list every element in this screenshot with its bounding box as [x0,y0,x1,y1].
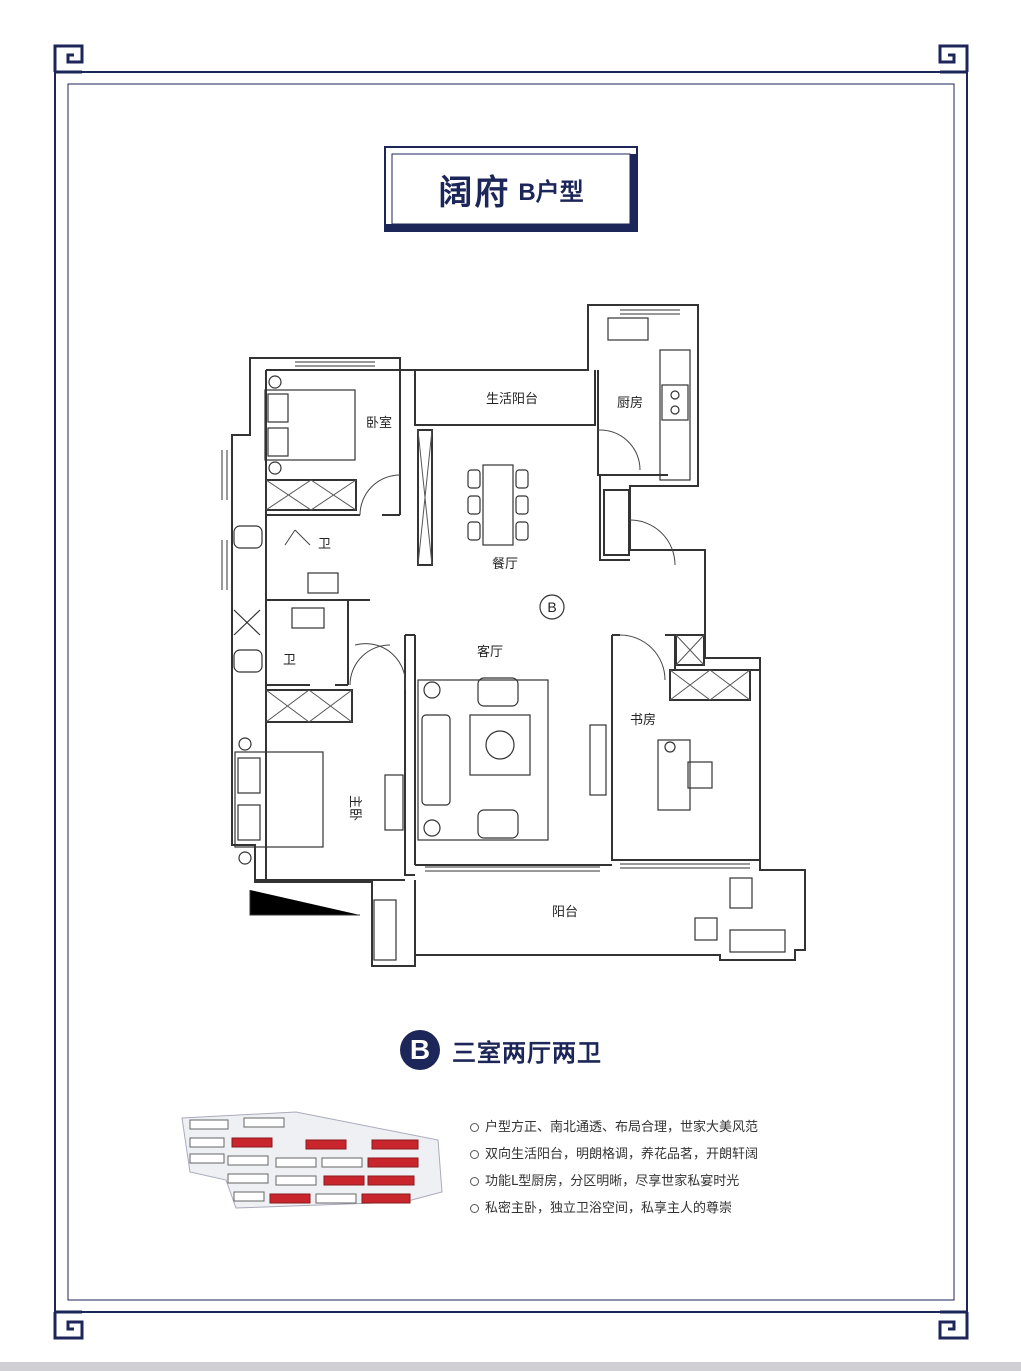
layout-text: 三室两厅两卫 [452,1038,602,1067]
room-label-living: 客厅 [477,644,503,660]
room-label-living-balcony: 生活阳台 [486,392,538,407]
floor-plan: 卧室 生活阳台 厨房 卫 卫 餐厅 客厅 书房 主卧 阳台 B [221,304,806,967]
title-plaque: 阔府 B户型 [384,146,638,232]
project-name: 阔府 [438,172,511,213]
layout-summary: B 三室两厅两卫 [400,1030,602,1070]
unit-marker-label: B [547,599,556,615]
bullet-circle-icon [470,1177,479,1186]
dining-table [467,464,529,546]
feature-item: 双向生活阳台，明朗格调，养花品茗，开朗轩阔 [470,1141,870,1168]
site-plan-thumbnail [181,1111,443,1209]
title-plaque-border [384,146,638,232]
feature-text: 功能L型厨房，分区明晰，尽享世家私宴时光 [485,1173,740,1189]
features-list: 户型方正、南北通透、布局合理，世家大美风范 双向生活阳台，明朗格调，养花品茗，开… [470,1114,870,1222]
living-room-sofa-set [417,677,549,841]
outer-walls [231,304,806,967]
feature-item: 户型方正、南北通透、布局合理，世家大美风范 [470,1114,870,1141]
room-label-bedroom: 卧室 [366,415,392,431]
feature-item: 功能L型厨房，分区明晰，尽享世家私宴时光 [470,1168,870,1195]
room-label-bath-2: 卫 [283,653,296,668]
bottom-bar [0,1362,1021,1371]
bathroom-fixtures [233,525,786,961]
room-label-study: 书房 [630,712,656,728]
layout-badge: B [400,1030,440,1070]
study-desk [589,724,713,811]
bullet-circle-icon [470,1123,479,1132]
unit-type: B户型 [518,178,584,206]
master-bed [234,737,404,865]
bullet-circle-icon [470,1204,479,1213]
room-label-balcony: 阳台 [552,905,578,920]
feature-text: 户型方正、南北通透、布局合理，世家大美风范 [485,1119,759,1135]
bullet-circle-icon [470,1150,479,1159]
room-label-dining: 餐厅 [492,556,518,572]
feature-item: 私密主卧，独立卫浴空间，私享主人的尊崇 [470,1195,870,1222]
kitchen-fixtures [607,317,691,481]
feature-text: 双向生活阳台，明朗格调，养花品茗，开朗轩阔 [485,1146,759,1162]
room-label-bath-1: 卫 [318,537,331,552]
room-label-master-bedroom: 主卧 [347,795,362,821]
unit-marker-circle [539,594,565,620]
feature-text: 私密主卧，独立卫浴空间，私享主人的尊崇 [485,1200,733,1216]
secondary-bed [264,375,356,475]
room-label-kitchen: 厨房 [617,395,643,411]
